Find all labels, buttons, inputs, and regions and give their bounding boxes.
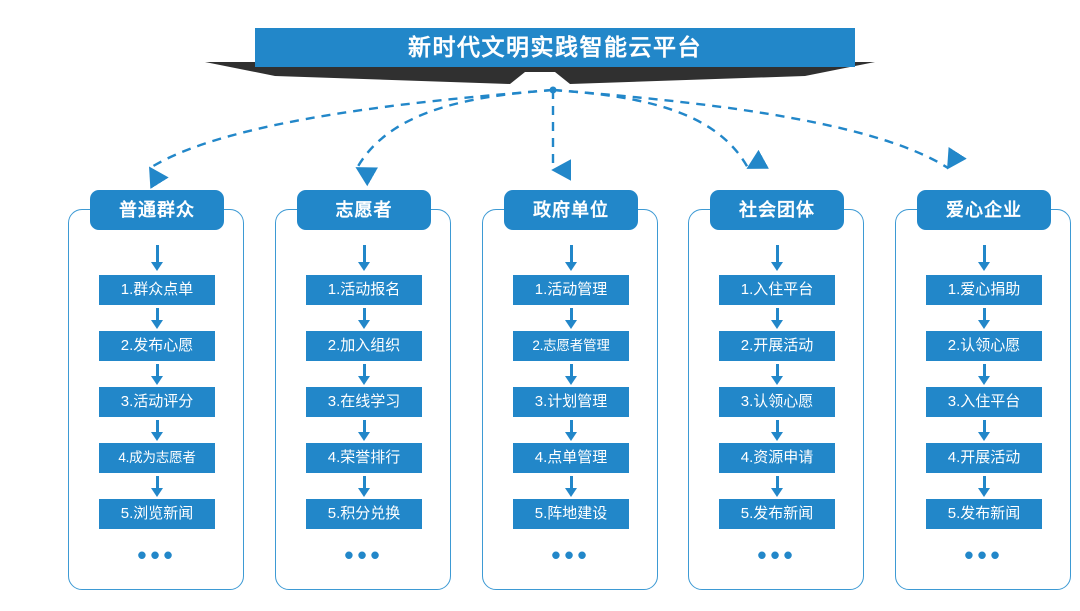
flow-item[interactable]: 3.在线学习 — [306, 387, 422, 417]
column-items-volunteer: 1.活动报名 2.加入组织 3.在线学习 4.荣誉排行 5.积分兑换 ••• — [275, 245, 453, 570]
flow-arrow-icon — [356, 417, 372, 443]
flow-arrow-icon — [356, 361, 372, 387]
connector-to-col-5 — [552, 88, 967, 170]
flow-arrow-icon — [563, 245, 579, 275]
flow-arrow-icon — [563, 305, 579, 331]
flow-arrow-icon — [149, 473, 165, 499]
flow-item[interactable]: 2.志愿者管理 — [513, 331, 629, 361]
column-government-unit: 政府单位 1.活动管理 2.志愿者管理 3.计划管理 4.点单管理 5.阵地建设 ••• — [482, 190, 660, 592]
flow-arrow-icon — [356, 245, 372, 275]
column-header-volunteer[interactable]: 志愿者 — [297, 190, 431, 230]
flow-arrow-icon — [563, 361, 579, 387]
flow-arrow-icon — [769, 361, 785, 387]
more-dots: ••• — [964, 540, 1004, 570]
flow-arrow-icon — [563, 417, 579, 443]
flow-arrow-icon — [356, 305, 372, 331]
flow-item[interactable]: 1.爱心捐助 — [926, 275, 1042, 305]
column-items-charity-enterprise: 1.爱心捐助 2.认领心愿 3.入住平台 4.开展活动 5.发布新闻 ••• — [895, 245, 1073, 570]
column-general-public: 普通群众 1.群众点单 2.发布心愿 3.活动评分 4.成为志愿者 5.浏览新闻 ••• — [68, 190, 246, 592]
column-header-charity-enterprise[interactable]: 爱心企业 — [917, 190, 1051, 230]
column-header-general-public[interactable]: 普通群众 — [90, 190, 224, 230]
flow-arrow-icon — [149, 417, 165, 443]
flow-arrow-icon — [563, 473, 579, 499]
flow-item[interactable]: 5.阵地建设 — [513, 499, 629, 529]
flow-arrow-icon — [149, 305, 165, 331]
flow-arrow-icon — [976, 473, 992, 499]
flow-arrow-icon — [976, 417, 992, 443]
flow-arrow-icon — [976, 361, 992, 387]
banner-bar: 新时代文明实践智能云平台 — [255, 28, 855, 66]
flow-item[interactable]: 3.认领心愿 — [719, 387, 835, 417]
more-dots: ••• — [551, 540, 591, 570]
column-items-social-group: 1.入住平台 2.开展活动 3.认领心愿 4.资源申请 5.发布新闻 ••• — [688, 245, 866, 570]
flow-item[interactable]: 2.加入组织 — [306, 331, 422, 361]
column-social-group: 社会团体 1.入住平台 2.开展活动 3.认领心愿 4.资源申请 5.发布新闻 ••• — [688, 190, 866, 592]
column-charity-enterprise: 爱心企业 1.爱心捐助 2.认领心愿 3.入住平台 4.开展活动 5.发布新闻 ••• — [895, 190, 1073, 592]
flow-arrow-icon — [149, 361, 165, 387]
flow-item[interactable]: 2.发布心愿 — [99, 331, 215, 361]
connector-to-col-4 — [552, 88, 769, 169]
flow-item[interactable]: 4.资源申请 — [719, 443, 835, 473]
more-dots: ••• — [137, 540, 177, 570]
flow-arrow-icon — [769, 417, 785, 443]
flow-item[interactable]: 4.成为志愿者 — [99, 443, 215, 473]
flow-item[interactable]: 5.积分兑换 — [306, 499, 422, 529]
flow-item[interactable]: 3.入住平台 — [926, 387, 1042, 417]
more-dots: ••• — [344, 540, 384, 570]
flow-item[interactable]: 3.活动评分 — [99, 387, 215, 417]
title-banner: 新时代文明实践智能云平台 — [0, 0, 1080, 100]
flow-item[interactable]: 2.开展活动 — [719, 331, 835, 361]
flow-item[interactable]: 5.发布新闻 — [719, 499, 835, 529]
connector-to-col-1 — [149, 88, 554, 189]
flow-item[interactable]: 1.活动管理 — [513, 275, 629, 305]
connector-to-col-2 — [355, 88, 554, 187]
flow-item[interactable]: 1.活动报名 — [306, 275, 422, 305]
flow-item[interactable]: 1.群众点单 — [99, 275, 215, 305]
flow-arrow-icon — [769, 245, 785, 275]
column-items-general-public: 1.群众点单 2.发布心愿 3.活动评分 4.成为志愿者 5.浏览新闻 ••• — [68, 245, 246, 570]
flow-arrow-icon — [769, 305, 785, 331]
page-title: 新时代文明实践智能云平台 — [408, 34, 702, 60]
flow-item[interactable]: 5.浏览新闻 — [99, 499, 215, 529]
flow-item[interactable]: 4.荣誉排行 — [306, 443, 422, 473]
column-header-government-unit[interactable]: 政府单位 — [504, 190, 638, 230]
column-volunteer: 志愿者 1.活动报名 2.加入组织 3.在线学习 4.荣誉排行 5.积分兑换 ••• — [275, 190, 453, 592]
flow-item[interactable]: 4.开展活动 — [926, 443, 1042, 473]
flow-arrow-icon — [976, 305, 992, 331]
flow-item[interactable]: 5.发布新闻 — [926, 499, 1042, 529]
column-items-government-unit: 1.活动管理 2.志愿者管理 3.计划管理 4.点单管理 5.阵地建设 ••• — [482, 245, 660, 570]
column-header-social-group[interactable]: 社会团体 — [710, 190, 844, 230]
flow-item[interactable]: 1.入住平台 — [719, 275, 835, 305]
flow-arrow-icon — [356, 473, 372, 499]
flow-item[interactable]: 2.认领心愿 — [926, 331, 1042, 361]
more-dots: ••• — [757, 540, 797, 570]
flow-item[interactable]: 4.点单管理 — [513, 443, 629, 473]
flow-arrow-icon — [149, 245, 165, 275]
banner-ribbon-shadow — [205, 62, 875, 84]
flow-item[interactable]: 3.计划管理 — [513, 387, 629, 417]
flow-arrow-icon — [769, 473, 785, 499]
flow-arrow-icon — [976, 245, 992, 275]
